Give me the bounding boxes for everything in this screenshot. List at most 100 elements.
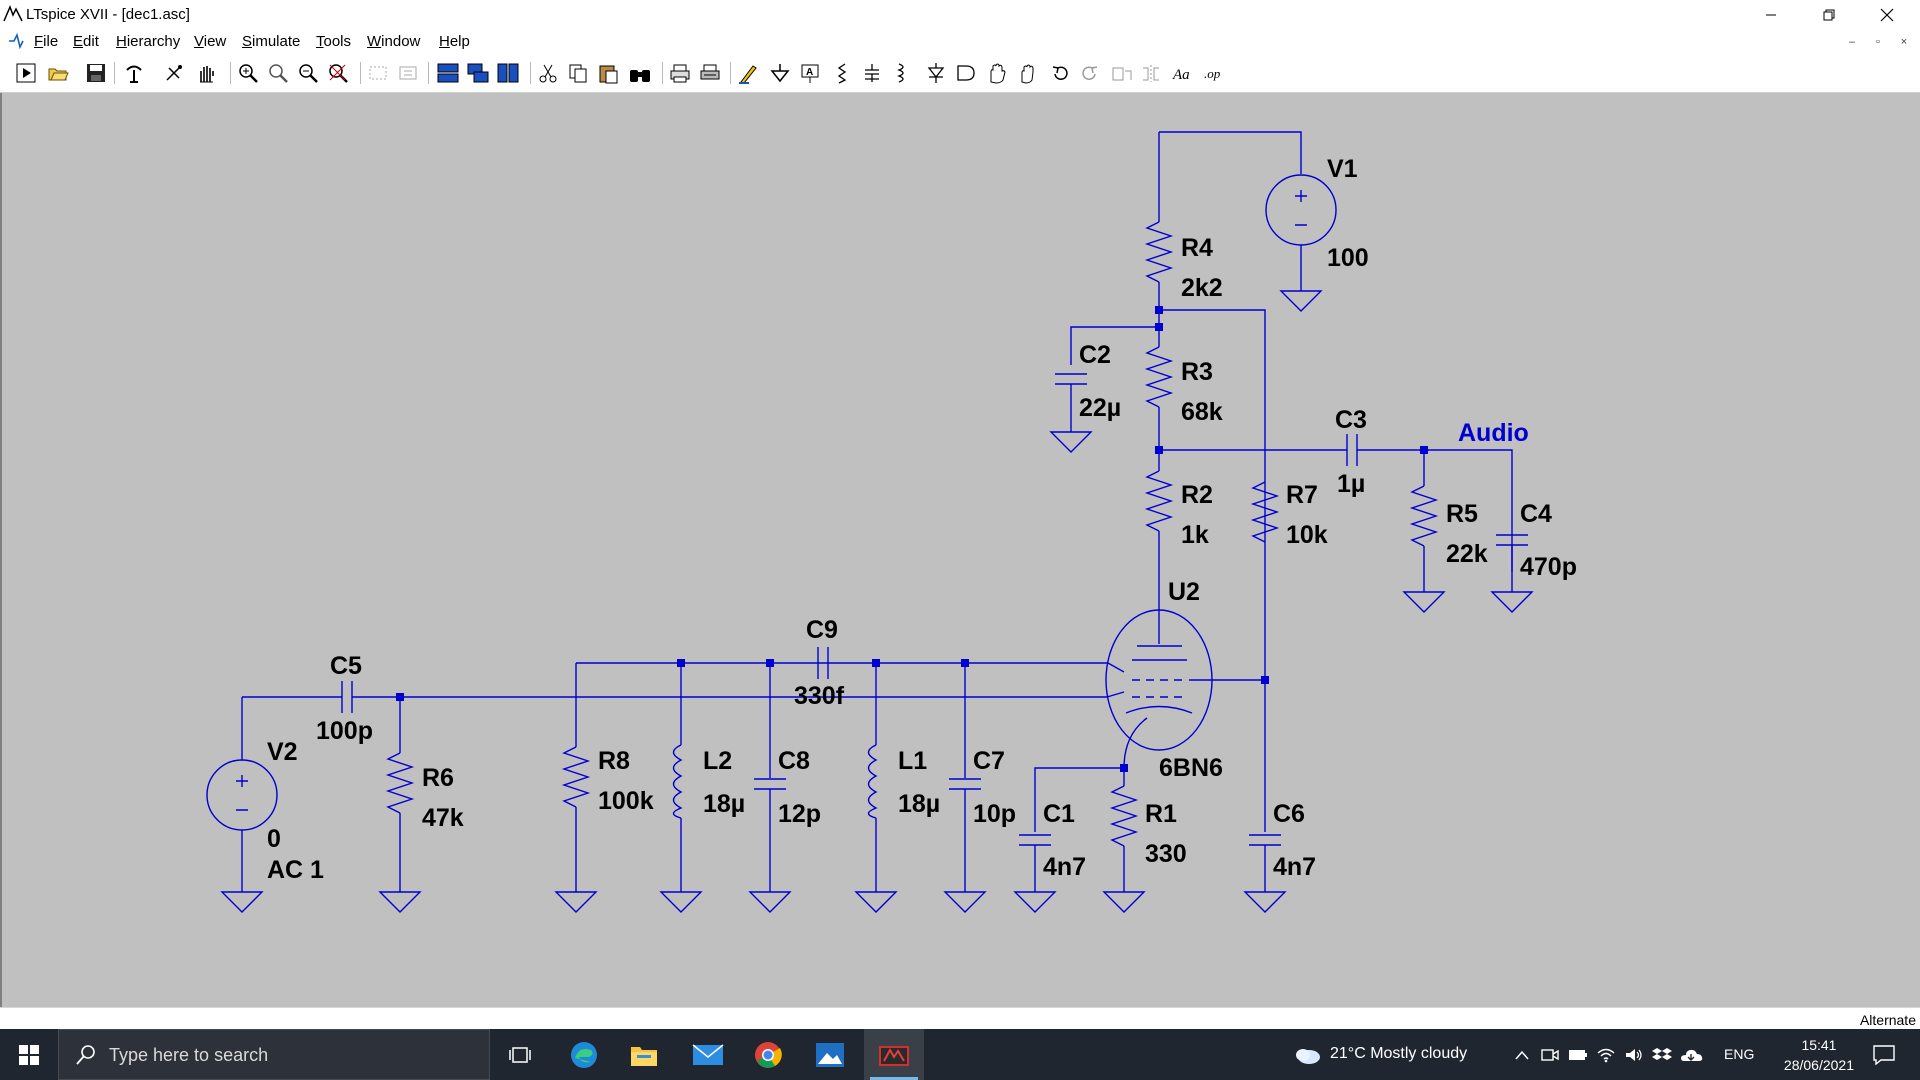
c8-value-label[interactable]: 12p: [778, 800, 821, 828]
cascade-icon[interactable]: [466, 61, 490, 85]
r6-value-label[interactable]: 47k: [422, 804, 464, 832]
dropbox-icon[interactable]: [1650, 1029, 1674, 1080]
r5-value-label[interactable]: 22k: [1446, 540, 1488, 568]
label-net-icon[interactable]: A: [798, 61, 822, 85]
mark-icon[interactable]: [396, 61, 420, 85]
l1-name-label[interactable]: L1: [898, 747, 927, 775]
taskbar-chrome[interactable]: [738, 1029, 798, 1080]
taskbar-search-box[interactable]: Type here to search: [58, 1029, 490, 1080]
c6-value-label[interactable]: 4n7: [1273, 853, 1316, 881]
taskbar-edge[interactable]: [554, 1029, 614, 1080]
zoom-fit-icon[interactable]: [326, 61, 350, 85]
r4-name-label[interactable]: R4: [1181, 234, 1213, 262]
schematic-doc-icon[interactable]: [6, 32, 26, 50]
c9-name-label[interactable]: C9: [806, 616, 838, 644]
inductor-icon[interactable]: [890, 61, 914, 85]
battery-icon[interactable]: [1566, 1029, 1590, 1080]
rotate-icon[interactable]: [1110, 61, 1134, 85]
r7-name-label[interactable]: R7: [1286, 481, 1318, 509]
r3-name-label[interactable]: R3: [1181, 358, 1213, 386]
r5-name-label[interactable]: R5: [1446, 500, 1478, 528]
capacitor-icon[interactable]: [860, 61, 884, 85]
volume-icon[interactable]: [1622, 1029, 1646, 1080]
diode-icon[interactable]: [924, 61, 948, 85]
minimize-button[interactable]: [1748, 0, 1794, 29]
component-icon[interactable]: [954, 61, 978, 85]
cut-icon[interactable]: [536, 61, 560, 85]
ground-icon[interactable]: [768, 61, 792, 85]
close-button[interactable]: [1864, 0, 1910, 29]
open-icon[interactable]: [46, 61, 70, 85]
taskbar-mail[interactable]: [678, 1029, 738, 1080]
c4-value-label[interactable]: 470p: [1520, 553, 1577, 581]
v1-name-label[interactable]: V1: [1327, 155, 1358, 183]
autorange-icon[interactable]: [366, 61, 390, 85]
c2-name-label[interactable]: C2: [1079, 341, 1111, 369]
print-setup-icon[interactable]: [698, 61, 722, 85]
mdi-close-button[interactable]: ×: [1900, 35, 1908, 48]
control-panel-icon[interactable]: [122, 61, 146, 85]
zoom-in-icon[interactable]: [236, 61, 260, 85]
menu-window[interactable]: Window: [367, 33, 421, 50]
taskbar-ltspice[interactable]: [864, 1029, 924, 1080]
taskbar-photos[interactable]: [800, 1029, 860, 1080]
find-icon[interactable]: [628, 61, 652, 85]
schematic-canvas[interactable]: V1 100 R4 2k2 C2 22µ R3 68k C3 1µ R2 1k …: [0, 93, 1920, 1007]
l2-name-label[interactable]: L2: [703, 747, 732, 775]
tile-horizontal-icon[interactable]: [436, 61, 460, 85]
u2-name-label[interactable]: U2: [1168, 578, 1200, 606]
menu-file[interactable]: File: [34, 33, 59, 50]
start-button[interactable]: [0, 1029, 58, 1080]
v2-value-label[interactable]: 0: [267, 825, 281, 853]
mdi-minimize-button[interactable]: –: [1848, 35, 1856, 48]
notification-center-button[interactable]: [1862, 1029, 1906, 1080]
c6-name-label[interactable]: C6: [1273, 800, 1305, 828]
r1-value-label[interactable]: 330: [1145, 840, 1187, 868]
mdi-restore-button[interactable]: ▫: [1876, 35, 1880, 48]
r8-name-label[interactable]: R8: [598, 747, 630, 775]
move-icon[interactable]: [986, 61, 1010, 85]
c1-value-label[interactable]: 4n7: [1043, 853, 1086, 881]
taskbar-clock[interactable]: 15:41 28/06/2021: [1784, 1035, 1854, 1075]
l2-value-label[interactable]: 18µ: [703, 790, 745, 818]
c5-name-label[interactable]: C5: [330, 652, 362, 680]
onedrive-icon[interactable]: [1678, 1029, 1704, 1080]
meet-now-icon[interactable]: [1538, 1029, 1562, 1080]
r2-name-label[interactable]: R2: [1181, 481, 1213, 509]
show-hidden-icons-button[interactable]: [1510, 1029, 1534, 1080]
save-icon[interactable]: [84, 61, 108, 85]
c2-value-label[interactable]: 22µ: [1079, 394, 1121, 422]
wifi-icon[interactable]: [1594, 1029, 1618, 1080]
c7-value-label[interactable]: 10p: [973, 800, 1016, 828]
draw-wire-icon[interactable]: [736, 61, 760, 85]
l1-value-label[interactable]: 18µ: [898, 790, 940, 818]
ltspice-app-icon[interactable]: [2, 4, 24, 24]
menu-view[interactable]: View: [194, 33, 227, 50]
c9-value-label[interactable]: 330f: [794, 682, 845, 710]
v1-value-label[interactable]: 100: [1327, 244, 1369, 272]
c5-value-label[interactable]: 100p: [316, 717, 373, 745]
text-icon[interactable]: Aa: [1172, 61, 1196, 85]
weather-icon[interactable]: [1292, 1029, 1322, 1080]
c7-name-label[interactable]: C7: [973, 747, 1005, 775]
menu-edit[interactable]: Edit: [73, 33, 99, 50]
r8-value-label[interactable]: 100k: [598, 787, 654, 815]
r1-name-label[interactable]: R1: [1145, 800, 1177, 828]
restore-button[interactable]: [1806, 0, 1852, 29]
c8-name-label[interactable]: C8: [778, 747, 810, 775]
r2-value-label[interactable]: 1k: [1181, 521, 1209, 549]
r6-name-label[interactable]: R6: [422, 764, 454, 792]
r4-value-label[interactable]: 2k2: [1181, 274, 1223, 302]
copy-icon[interactable]: [566, 61, 590, 85]
zoom-area-icon[interactable]: [266, 61, 290, 85]
taskbar-file-explorer[interactable]: [614, 1029, 674, 1080]
spice-directive-icon[interactable]: .op: [1202, 61, 1226, 85]
net-label-audio[interactable]: Audio: [1458, 419, 1529, 447]
c3-name-label[interactable]: C3: [1335, 406, 1367, 434]
weather-text[interactable]: 21°C Mostly cloudy: [1330, 1045, 1468, 1062]
task-view-button[interactable]: [490, 1029, 550, 1080]
paste-icon[interactable]: [596, 61, 620, 85]
run-icon[interactable]: [14, 61, 38, 85]
drag-icon[interactable]: [1016, 61, 1040, 85]
c1-name-label[interactable]: C1: [1043, 800, 1075, 828]
